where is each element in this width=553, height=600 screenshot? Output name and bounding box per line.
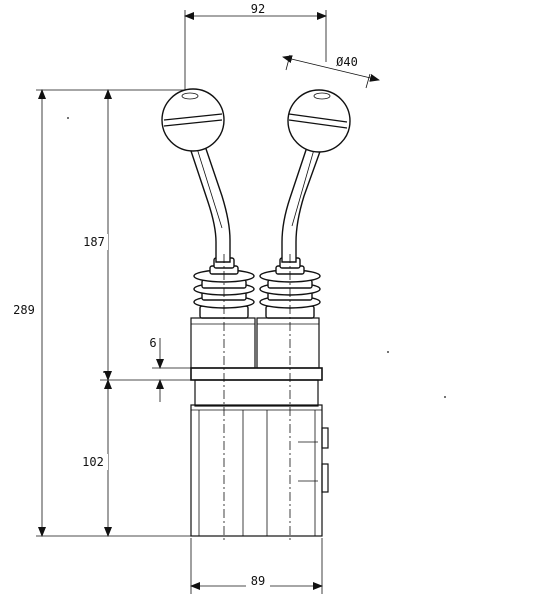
dim-label-102: 102 (82, 455, 104, 469)
dimension-body-width: 89 (190, 538, 323, 594)
dimension-knob-diameter: Ø40 (282, 54, 380, 89)
dimension-flange-thickness: 6 (149, 336, 164, 402)
left-lever-shaft (187, 139, 231, 263)
dimension-top-spacing: 92 (184, 2, 327, 92)
mounting-flange (190, 367, 323, 407)
dim-label-6: 6 (149, 336, 156, 350)
dim-label-92: 92 (251, 2, 265, 16)
dimension-overall-height: 289 (8, 89, 46, 537)
dim-label-289: 289 (13, 303, 35, 317)
upper-housing (190, 317, 320, 369)
dim-label-knob-diameter: Ø40 (336, 55, 358, 69)
dimension-lower-height: 102 (78, 379, 112, 537)
lower-housing (190, 404, 323, 537)
right-lever-shaft (281, 143, 323, 263)
dim-label-89: 89 (251, 574, 265, 588)
dim-label-187: 187 (83, 235, 105, 249)
extension-lines (36, 89, 192, 537)
center-lines (223, 254, 291, 540)
scan-specks (67, 117, 446, 398)
dimension-upper-height: 187 (80, 89, 112, 381)
side-connectors (298, 427, 329, 493)
right-lever-knob (287, 89, 351, 153)
left-lever-knob (161, 88, 225, 152)
